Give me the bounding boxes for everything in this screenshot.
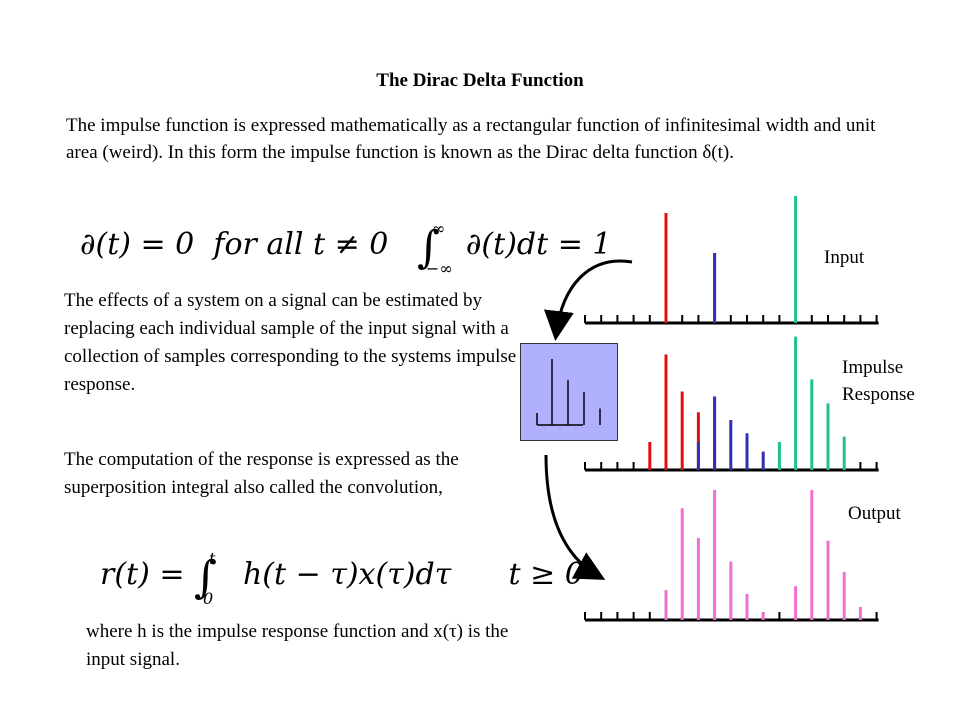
eq1-integrand: ∂(t)dt = 1 bbox=[465, 227, 612, 262]
eq1-lhs: ∂(t) = 0 bbox=[80, 227, 195, 262]
convolution-paragraph: The computation of the response is expre… bbox=[64, 449, 459, 498]
eq1-upper-limit: ∞ bbox=[431, 219, 446, 238]
input-label: Input bbox=[824, 247, 865, 268]
arrow-system-to-output bbox=[544, 454, 606, 580]
eq2-upper-limit: t bbox=[208, 549, 216, 568]
page-title: The Dirac Delta Function bbox=[376, 70, 584, 91]
integral-sign: ∫ bbox=[194, 552, 217, 603]
eq1-condition: for all t ≠ 0 bbox=[213, 227, 389, 262]
where-paragraph: where h is the impulse response function… bbox=[86, 621, 509, 670]
eq2-lhs: r(t) = bbox=[100, 557, 195, 592]
intro-paragraph: The impulse function is expressed mathem… bbox=[66, 115, 876, 163]
convolution-equation: r(t) = ∫t 0 h(t − τ)x(τ)dτ t ≥ 0 bbox=[100, 549, 584, 608]
dirac-definition-equation: ∂(t) = 0 for all t ≠ 0 ∫∞ −∞ ∂(t)dt = 1 bbox=[80, 219, 612, 278]
impulse-response-label: Impulse Response bbox=[842, 357, 915, 405]
integral-sign: ∫ bbox=[416, 222, 440, 273]
output-label: Output bbox=[848, 503, 901, 524]
eq2-condition: t ≥ 0 bbox=[508, 557, 584, 592]
system-effects-paragraph: The effects of a system on a signal can … bbox=[64, 290, 517, 395]
eq2-integrand: h(t − τ)x(τ)dτ bbox=[242, 557, 452, 592]
eq1-lower-limit: −∞ bbox=[425, 259, 453, 278]
arrow-input-to-system bbox=[543, 259, 633, 341]
eq2-lower-limit: 0 bbox=[202, 589, 214, 608]
